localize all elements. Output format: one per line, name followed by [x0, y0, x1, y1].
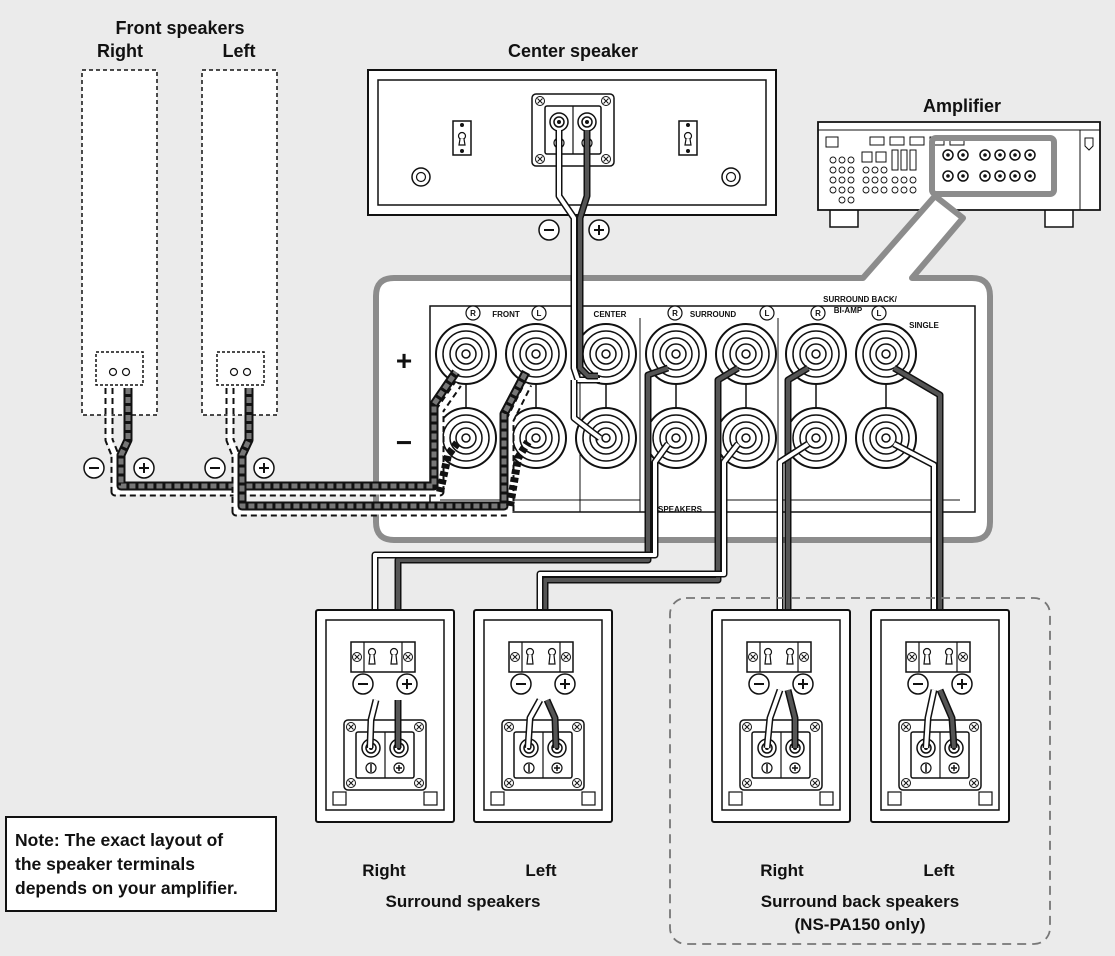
front-speaker-right: [81, 69, 158, 416]
front-left-minus-icon: [204, 457, 226, 479]
front-right-label: Right: [97, 41, 143, 61]
surround-right-label: Right: [362, 861, 406, 880]
surround-back-model-note: (NS-PA150 only): [795, 915, 926, 934]
plus-polarity-label: +: [396, 345, 412, 376]
note-line-3: depends on your amplifier.: [15, 878, 238, 898]
front-label: FRONT: [492, 310, 520, 319]
surround-speaker-right: [316, 610, 454, 822]
surround-left-label: Left: [525, 861, 557, 880]
front-l-marker: L: [537, 309, 542, 318]
speakers-label: SPEAKERS: [658, 505, 703, 514]
single-label: SINGLE: [909, 321, 939, 330]
front-speaker-left: [201, 69, 278, 416]
note-line-1: Note: The exact layout of: [15, 830, 224, 850]
center-speaker-title: Center speaker: [508, 41, 638, 61]
front-right-minus-icon: [83, 457, 105, 479]
front-speakers-title: Front speakers: [115, 18, 244, 38]
center-minus-icon: [538, 219, 560, 241]
surround-back-l-marker: L: [877, 309, 882, 318]
center-speaker: [367, 69, 777, 216]
surround-r-marker: R: [672, 309, 678, 318]
front-left-plus-icon: [253, 457, 275, 479]
amplifier: [817, 121, 1101, 228]
surround-back-left-label: Left: [923, 861, 955, 880]
surround-label: SURROUND: [690, 310, 736, 319]
center-plus-icon: [588, 219, 610, 241]
surround-back-right-label: Right: [760, 861, 804, 880]
amplifier-title: Amplifier: [923, 96, 1001, 116]
surround-back-speakers-title: Surround back speakers: [761, 892, 959, 911]
surround-l-marker: L: [765, 309, 770, 318]
surround-back-speaker-right: [712, 610, 850, 822]
surround-back-group-outline: [669, 597, 1051, 945]
surround-speaker-left: [474, 610, 612, 822]
front-right-plus-icon: [133, 457, 155, 479]
surround-back-speaker-left: [871, 610, 1009, 822]
surround-back-label: SURROUND BACK/: [823, 295, 898, 304]
speaker-terminal-panel: [373, 193, 993, 543]
surround-back-r-marker: R: [815, 309, 821, 318]
bi-amp-label: BI-AMP: [834, 306, 863, 315]
note-line-2: the speaker terminals: [15, 854, 195, 874]
minus-polarity-label: −: [396, 427, 412, 458]
surround-speakers-title: Surround speakers: [386, 892, 541, 911]
center-label: CENTER: [594, 310, 627, 319]
note-box: Note: The exact layout of the speaker te…: [5, 816, 277, 912]
front-r-marker: R: [470, 309, 476, 318]
front-left-label: Left: [223, 41, 256, 61]
